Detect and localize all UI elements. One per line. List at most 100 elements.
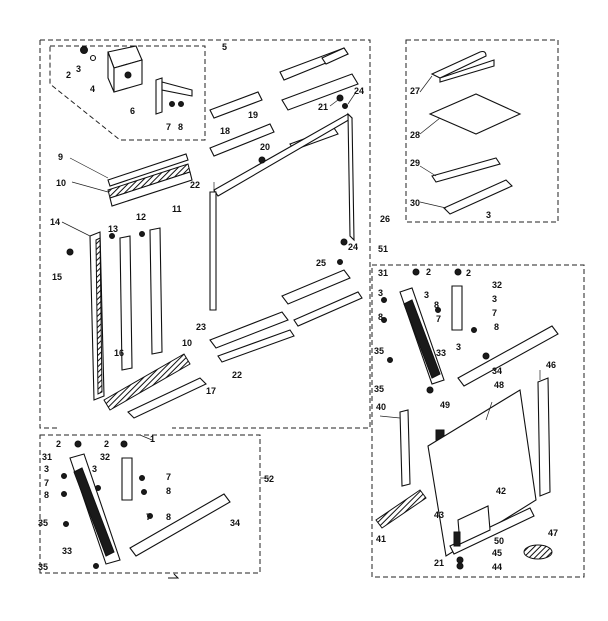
frame-top-bar <box>213 113 353 197</box>
arm-33-k52-slot <box>73 467 115 557</box>
callout-3: 3 <box>424 290 429 300</box>
callout-12: 12 <box>136 212 146 222</box>
main-group-boundary <box>40 39 371 429</box>
screw-head <box>80 46 88 54</box>
callout-2: 2 <box>104 439 109 449</box>
angle-bracket-upright <box>155 77 163 115</box>
kit-52-parts <box>61 440 231 569</box>
callout-19: 19 <box>248 110 258 120</box>
strip-30 <box>443 179 513 215</box>
callout-41: 41 <box>376 534 386 544</box>
rail-upper-channel <box>281 73 359 111</box>
callout-33: 33 <box>436 348 446 358</box>
callout-2: 2 <box>56 439 61 449</box>
screw-24-top <box>342 103 348 109</box>
kit-26-boundary <box>405 39 559 223</box>
nut-8-k51 <box>381 317 387 323</box>
callout-1: 1 <box>150 434 155 444</box>
screw-35-k52a <box>63 521 69 527</box>
callout-26: 26 <box>380 214 390 224</box>
callout-7: 7 <box>44 478 49 488</box>
screw-2-k51a <box>412 268 420 276</box>
callout-44: 44 <box>492 562 502 572</box>
callout-7: 7 <box>492 308 497 318</box>
callout-25: 25 <box>316 258 326 268</box>
callout-8: 8 <box>166 512 171 522</box>
screw-2-k51b <box>454 268 462 276</box>
callout-7: 7 <box>436 314 441 324</box>
sill-50 <box>449 507 535 555</box>
callout-16: 16 <box>114 348 124 358</box>
callout-42: 42 <box>496 486 506 496</box>
washer-3-k51 <box>381 297 387 303</box>
kit-26-parts <box>428 50 522 215</box>
callout-7: 7 <box>146 512 151 522</box>
callout-43: 43 <box>434 510 444 520</box>
center-frame <box>209 112 355 311</box>
callout-8: 8 <box>178 122 183 132</box>
callout-27: 27 <box>410 86 420 96</box>
arm-33-k51-slot <box>403 299 441 379</box>
u-channel-27 <box>430 50 495 83</box>
callout-17: 17 <box>206 386 216 396</box>
track-10-base <box>109 171 193 207</box>
callout-22: 22 <box>232 370 242 380</box>
screw-21-top <box>336 94 344 102</box>
callout-2: 2 <box>66 70 71 80</box>
arrow-mark <box>168 573 180 579</box>
callout-15: 15 <box>52 272 62 282</box>
callout-3: 3 <box>76 64 81 74</box>
rail-19 <box>209 123 275 157</box>
callout-49: 49 <box>440 400 450 410</box>
callout-24: 24 <box>348 242 358 252</box>
kit-52-boundary <box>39 434 261 574</box>
callout-34: 34 <box>230 518 240 528</box>
rail-34-k52 <box>129 493 231 557</box>
callout-4: 4 <box>90 84 95 94</box>
side-post-11 <box>149 227 163 355</box>
callout-47: 47 <box>548 528 558 538</box>
screw-2-k52a <box>74 440 82 448</box>
callout-7: 7 <box>166 472 171 482</box>
callout-31: 31 <box>42 452 52 462</box>
bracket-nut <box>178 101 184 107</box>
mounting-bracket-kit <box>80 45 193 115</box>
panel-48 <box>427 389 537 557</box>
callout-21: 21 <box>434 558 444 568</box>
callout-31: 31 <box>378 268 388 278</box>
nut-7-k52 <box>139 475 145 481</box>
callout-29: 29 <box>410 158 420 168</box>
screw-2-k52b <box>120 440 128 448</box>
left-side-members <box>66 153 193 401</box>
rail-34-k51 <box>457 325 559 387</box>
rivet-k52 <box>95 485 101 491</box>
pad-47 <box>523 544 553 560</box>
bracket-hole <box>124 71 132 79</box>
callout-20: 20 <box>260 142 270 152</box>
callout-46: 46 <box>546 360 556 370</box>
nut-8-k52 <box>61 491 67 497</box>
callout-32: 32 <box>100 452 110 462</box>
callout-labels: 1 2 2 2 2 2 3 3 3 3 3 3 3 3 4 5 6 7 7 7 … <box>38 42 558 572</box>
callout-35: 35 <box>38 562 48 572</box>
frame-left-bar <box>209 191 217 311</box>
bottom-seals <box>103 353 207 419</box>
callout-18: 18 <box>220 126 230 136</box>
bracket-32-k52 <box>121 457 133 501</box>
callout-3: 3 <box>492 294 497 304</box>
callout-8: 8 <box>44 490 49 500</box>
screw-24-lower <box>340 238 348 246</box>
rail-short-upper <box>209 91 263 119</box>
callout-3: 3 <box>44 464 49 474</box>
callout-6: 6 <box>130 106 135 116</box>
kit-51-parts <box>375 268 559 570</box>
callout-8: 8 <box>166 486 171 496</box>
lower-rails <box>209 269 363 363</box>
callout-45: 45 <box>492 548 502 558</box>
screw-35-k51b <box>387 357 393 363</box>
screw-35-k52b <box>93 563 99 569</box>
screw-13 <box>109 233 115 239</box>
callout-3: 3 <box>486 210 491 220</box>
callout-34: 34 <box>492 366 502 376</box>
